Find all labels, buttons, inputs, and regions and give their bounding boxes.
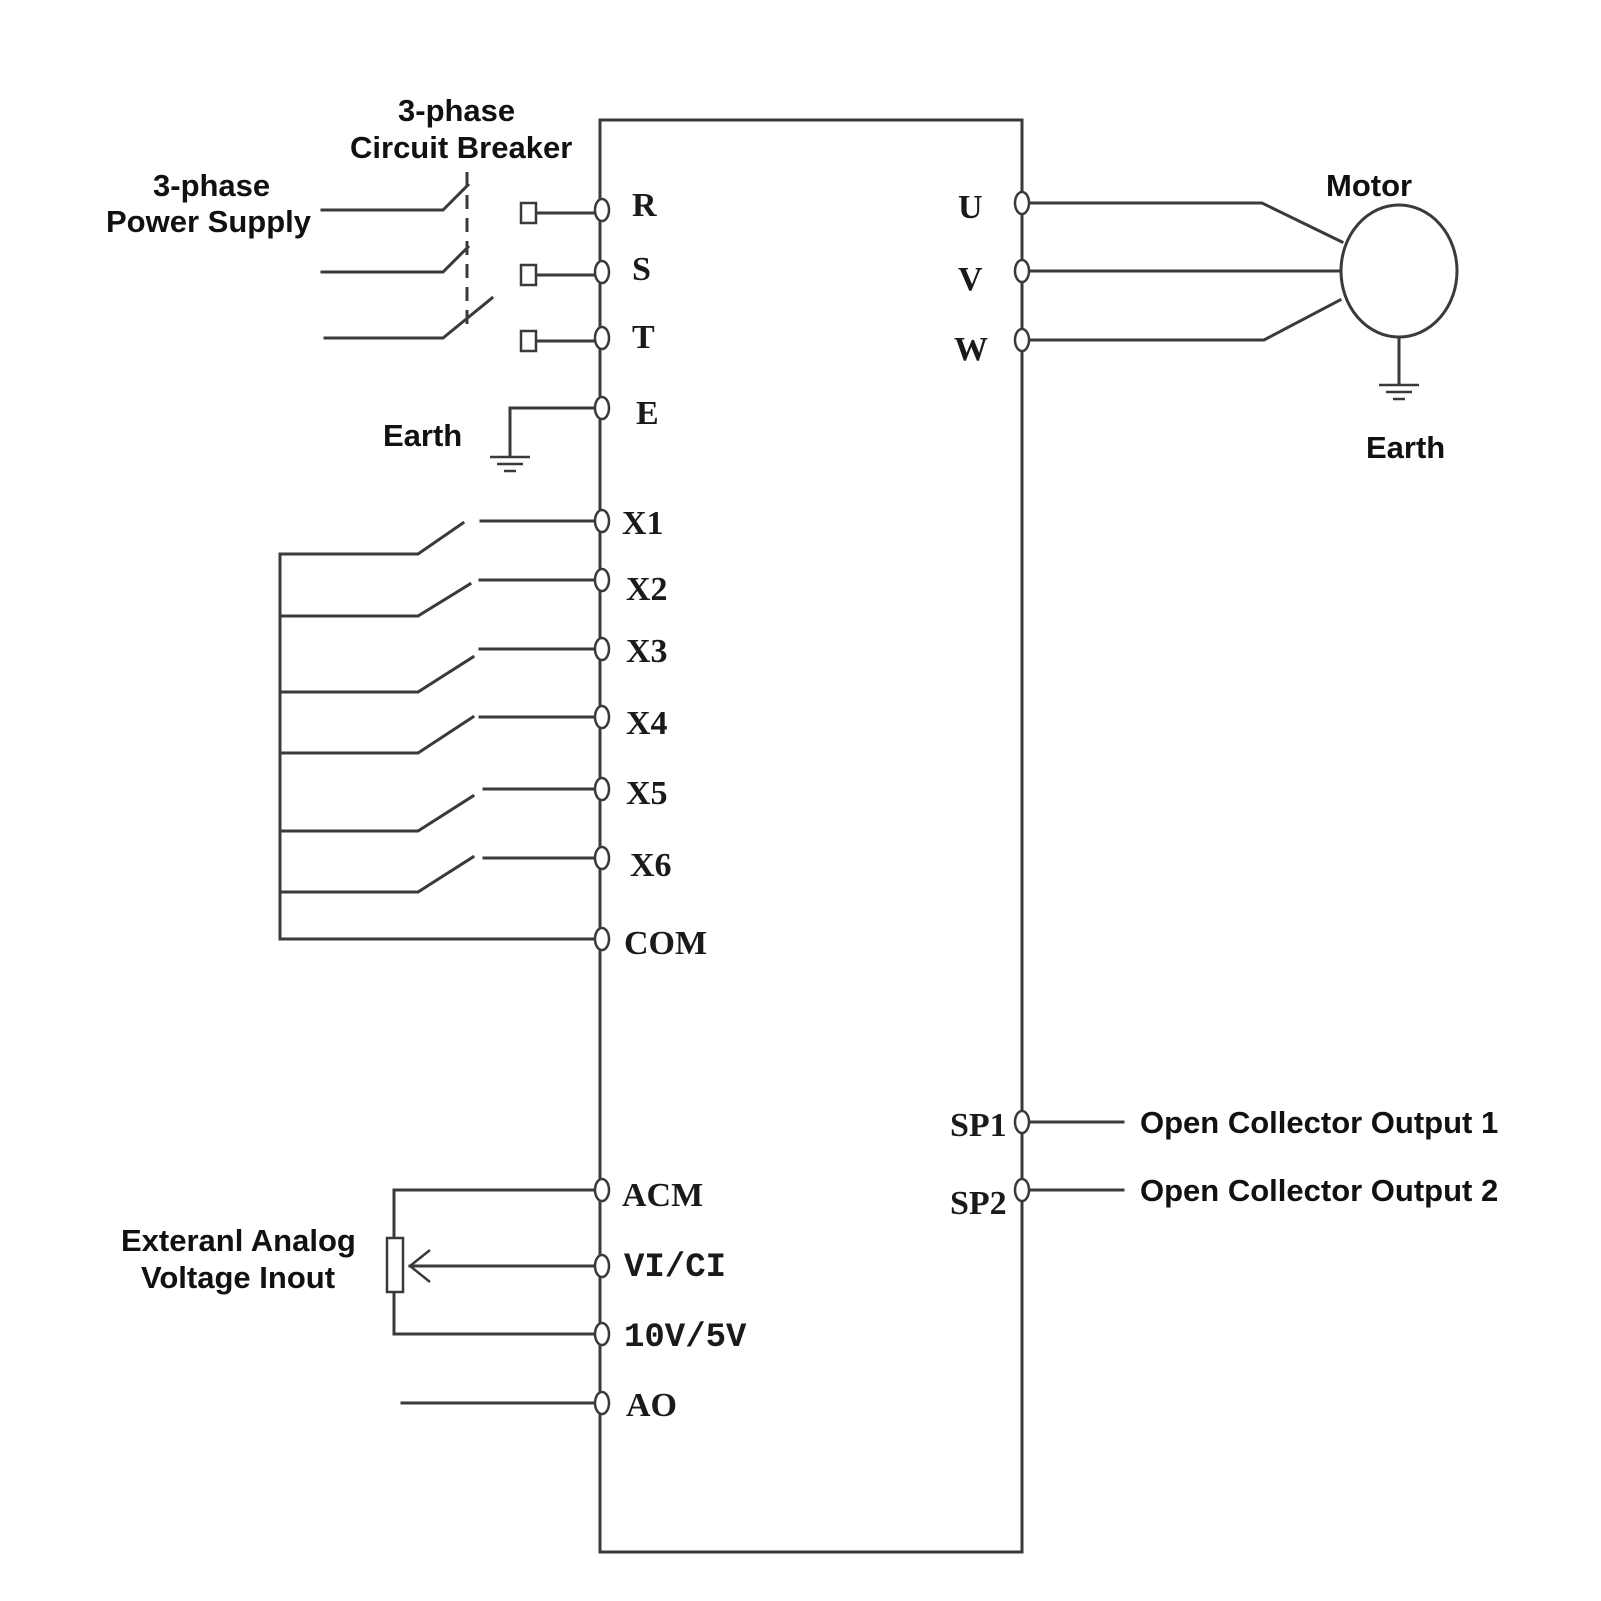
terminal-label-com: COM (624, 925, 707, 962)
analog-label-line1: Exteranl Analog (121, 1223, 356, 1258)
motor-symbol (1339, 203, 1459, 339)
terminal-label-x3: X3 (626, 633, 668, 670)
terminal-label-10v-5v: 10V/5V (624, 1319, 747, 1357)
earth-right-label: Earth (1366, 430, 1445, 465)
oc-output-1-label: Open Collector Output 1 (1140, 1105, 1498, 1140)
right-terminal-circles (1013, 190, 1031, 1203)
earth-left-symbol (490, 406, 602, 473)
breaker-label-line1: 3-phase (398, 93, 515, 128)
terminal-label-u: U (958, 189, 983, 226)
terminal-label-vi-ci: VI/CI (624, 1249, 726, 1287)
analog-label-line2: Voltage Inout (141, 1260, 335, 1295)
earth-right-symbol (1379, 335, 1419, 401)
oc-output-2-label: Open Collector Output 2 (1140, 1173, 1498, 1208)
terminal-label-sp1: SP1 (950, 1107, 1007, 1144)
terminal-label-t: T (632, 319, 655, 356)
earth-left-label: Earth (383, 418, 462, 453)
terminal-label-x4: X4 (626, 705, 668, 742)
terminal-label-e: E (636, 395, 659, 432)
terminal-label-ao: AO (626, 1387, 677, 1424)
inverter-body (598, 118, 1024, 1554)
terminal-label-acm: ACM (622, 1177, 703, 1214)
terminal-label-v: V (958, 261, 983, 298)
terminal-label-w: W (954, 331, 988, 368)
terminal-label-x1: X1 (622, 505, 664, 542)
potentiometer (385, 1188, 602, 1336)
power-input-lines (320, 182, 602, 353)
left-terminal-circles (593, 197, 611, 1416)
motor-output-lines (1020, 201, 1345, 342)
terminal-label-x2: X2 (626, 571, 668, 608)
motor-label: Motor (1326, 168, 1412, 203)
power-supply-label-line1: 3-phase (153, 168, 270, 203)
terminal-label-x6: X6 (630, 847, 672, 884)
power-supply-label-line2: Power Supply (106, 204, 312, 239)
digital-input-switches (278, 519, 602, 941)
terminal-label-s: S (632, 251, 651, 288)
breaker-label-line2: Circuit Breaker (350, 130, 572, 165)
terminal-label-x5: X5 (626, 775, 668, 812)
terminal-label-sp2: SP2 (950, 1185, 1007, 1222)
terminal-label-r: R (632, 187, 657, 224)
